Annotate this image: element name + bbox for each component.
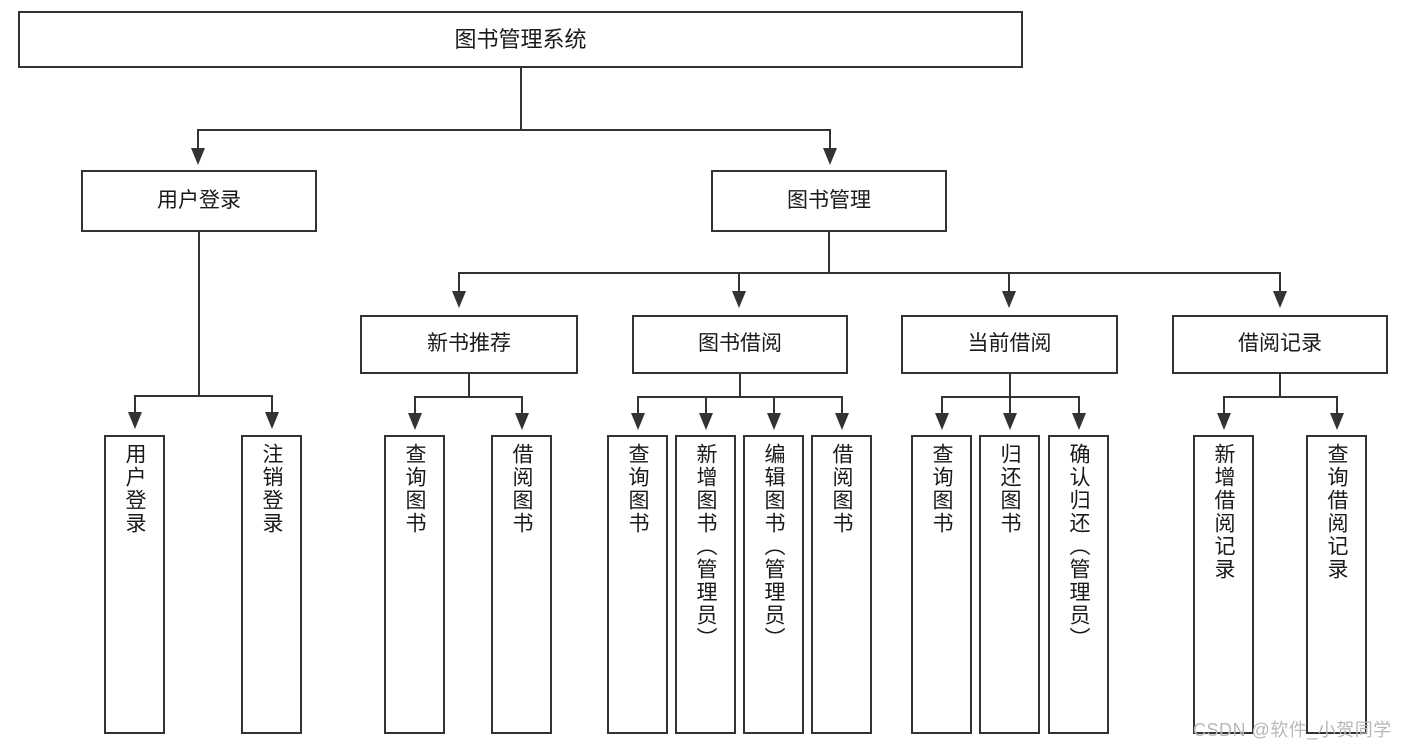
connector-book-borrow-to-leaf-1 <box>637 396 639 414</box>
node-label: 图书借阅 <box>698 332 782 356</box>
leaf-borrow-record-query-record[interactable]: 查询借阅记录 <box>1306 435 1367 734</box>
node-label: 查询借阅记录 <box>1325 443 1348 581</box>
arrow-book-manage-to-new-book <box>452 291 466 308</box>
leaf-current-borrow-query-book[interactable]: 查询图书 <box>911 435 972 734</box>
connector-root-to-book-manage <box>829 129 831 150</box>
connector-book-manage-to-book-borrow <box>738 272 740 292</box>
connector-borrow-record-bus <box>1223 396 1336 398</box>
node-label: 归还图书 <box>998 443 1021 535</box>
connector-user-login-to-leaf-2 <box>271 395 273 413</box>
connector-book-borrow-to-leaf-4 <box>841 396 843 414</box>
arrow-new-book-to-leaf-2 <box>515 413 529 430</box>
node-new-book-recommend[interactable]: 新书推荐 <box>360 315 578 374</box>
connector-book-borrow-to-leaf-3 <box>773 396 775 414</box>
arrow-current-borrow-to-leaf-1 <box>935 413 949 430</box>
arrow-borrow-record-to-leaf-2 <box>1330 413 1344 430</box>
node-label: 新增图书（管理员） <box>694 443 717 650</box>
connector-new-book-to-leaf-2 <box>521 396 523 414</box>
node-label: 确认归还（管理员） <box>1067 443 1090 650</box>
connector-book-manage-to-borrow-record <box>1279 272 1281 292</box>
arrow-book-manage-to-borrow-record <box>1273 291 1287 308</box>
arrow-book-borrow-to-leaf-3 <box>767 413 781 430</box>
leaf-current-borrow-return-book[interactable]: 归还图书 <box>979 435 1040 734</box>
arrow-root-to-book-manage <box>823 148 837 165</box>
arrow-book-borrow-to-leaf-1 <box>631 413 645 430</box>
node-label: 用户登录 <box>123 443 146 535</box>
leaf-book-borrow-edit-book-admin[interactable]: 编辑图书（管理员） <box>743 435 804 734</box>
connector-book-manage-stem <box>828 232 830 273</box>
arrow-book-borrow-to-leaf-2 <box>699 413 713 430</box>
node-label: 查询图书 <box>626 443 649 535</box>
node-book-borrow[interactable]: 图书借阅 <box>632 315 848 374</box>
leaf-current-borrow-confirm-return-admin[interactable]: 确认归还（管理员） <box>1048 435 1109 734</box>
node-label: 借阅记录 <box>1238 332 1322 356</box>
arrow-user-login-to-leaf-1 <box>128 412 142 429</box>
connector-book-manage-bus <box>458 272 1281 274</box>
leaf-borrow-record-add-record[interactable]: 新增借阅记录 <box>1193 435 1254 734</box>
connector-borrow-record-to-leaf-2 <box>1336 396 1338 414</box>
node-root-system[interactable]: 图书管理系统 <box>18 11 1023 68</box>
connector-user-login-to-leaf-1 <box>134 395 136 413</box>
arrow-new-book-to-leaf-1 <box>408 413 422 430</box>
connector-root-to-user-login <box>197 129 199 150</box>
connector-book-borrow-bus <box>637 396 842 398</box>
arrow-user-login-to-leaf-2 <box>265 412 279 429</box>
leaf-book-borrow-query-book[interactable]: 查询图书 <box>607 435 668 734</box>
node-borrow-record[interactable]: 借阅记录 <box>1172 315 1388 374</box>
connector-book-manage-to-current-borrow <box>1008 272 1010 292</box>
node-user-login[interactable]: 用户登录 <box>81 170 317 232</box>
node-label: 注销登录 <box>260 443 283 535</box>
connector-new-book-to-leaf-1 <box>414 396 416 414</box>
connector-current-borrow-stem <box>1009 374 1011 397</box>
connector-current-borrow-to-leaf-3 <box>1078 396 1080 414</box>
connector-current-borrow-to-leaf-1 <box>941 396 943 414</box>
node-book-manage[interactable]: 图书管理 <box>711 170 947 232</box>
leaf-user-login-login[interactable]: 用户登录 <box>104 435 165 734</box>
node-label: 查询图书 <box>930 443 953 535</box>
node-label: 借阅图书 <box>830 443 853 535</box>
connector-root-bus <box>197 129 831 131</box>
node-label: 新增借阅记录 <box>1212 443 1235 581</box>
leaf-new-book-borrow-book[interactable]: 借阅图书 <box>491 435 552 734</box>
connector-book-manage-to-new-book <box>458 272 460 292</box>
connector-book-borrow-to-leaf-2 <box>705 396 707 414</box>
connector-current-borrow-to-leaf-2 <box>1009 396 1011 414</box>
node-label: 用户登录 <box>157 188 241 212</box>
arrow-book-manage-to-book-borrow <box>732 291 746 308</box>
node-label: 图书管理 <box>787 188 871 212</box>
node-label: 查询图书 <box>403 443 426 535</box>
arrow-book-borrow-to-leaf-4 <box>835 413 849 430</box>
arrow-root-to-user-login <box>191 148 205 165</box>
connector-book-borrow-stem <box>739 374 741 397</box>
arrow-current-borrow-to-leaf-2 <box>1003 413 1017 430</box>
node-current-borrow[interactable]: 当前借阅 <box>901 315 1118 374</box>
leaf-book-borrow-borrow-book[interactable]: 借阅图书 <box>811 435 872 734</box>
node-label: 当前借阅 <box>967 332 1052 356</box>
node-label: 图书管理系统 <box>454 26 587 52</box>
leaf-book-borrow-add-book-admin[interactable]: 新增图书（管理员） <box>675 435 736 734</box>
connector-borrow-record-to-leaf-1 <box>1223 396 1225 414</box>
node-label: 新书推荐 <box>427 332 511 356</box>
connector-user-login-stem <box>198 232 200 396</box>
node-label: 编辑图书（管理员） <box>762 443 785 650</box>
node-label: 借阅图书 <box>510 443 533 535</box>
connector-borrow-record-stem <box>1279 374 1281 397</box>
leaf-new-book-query-book[interactable]: 查询图书 <box>384 435 445 734</box>
arrow-borrow-record-to-leaf-1 <box>1217 413 1231 430</box>
connector-new-book-bus <box>414 396 522 398</box>
arrow-book-manage-to-current-borrow <box>1002 291 1016 308</box>
connector-user-login-bus <box>134 395 271 397</box>
connector-new-book-stem <box>468 374 470 397</box>
leaf-user-login-logout[interactable]: 注销登录 <box>241 435 302 734</box>
arrow-current-borrow-to-leaf-3 <box>1072 413 1086 430</box>
connector-root-stem <box>520 68 522 130</box>
